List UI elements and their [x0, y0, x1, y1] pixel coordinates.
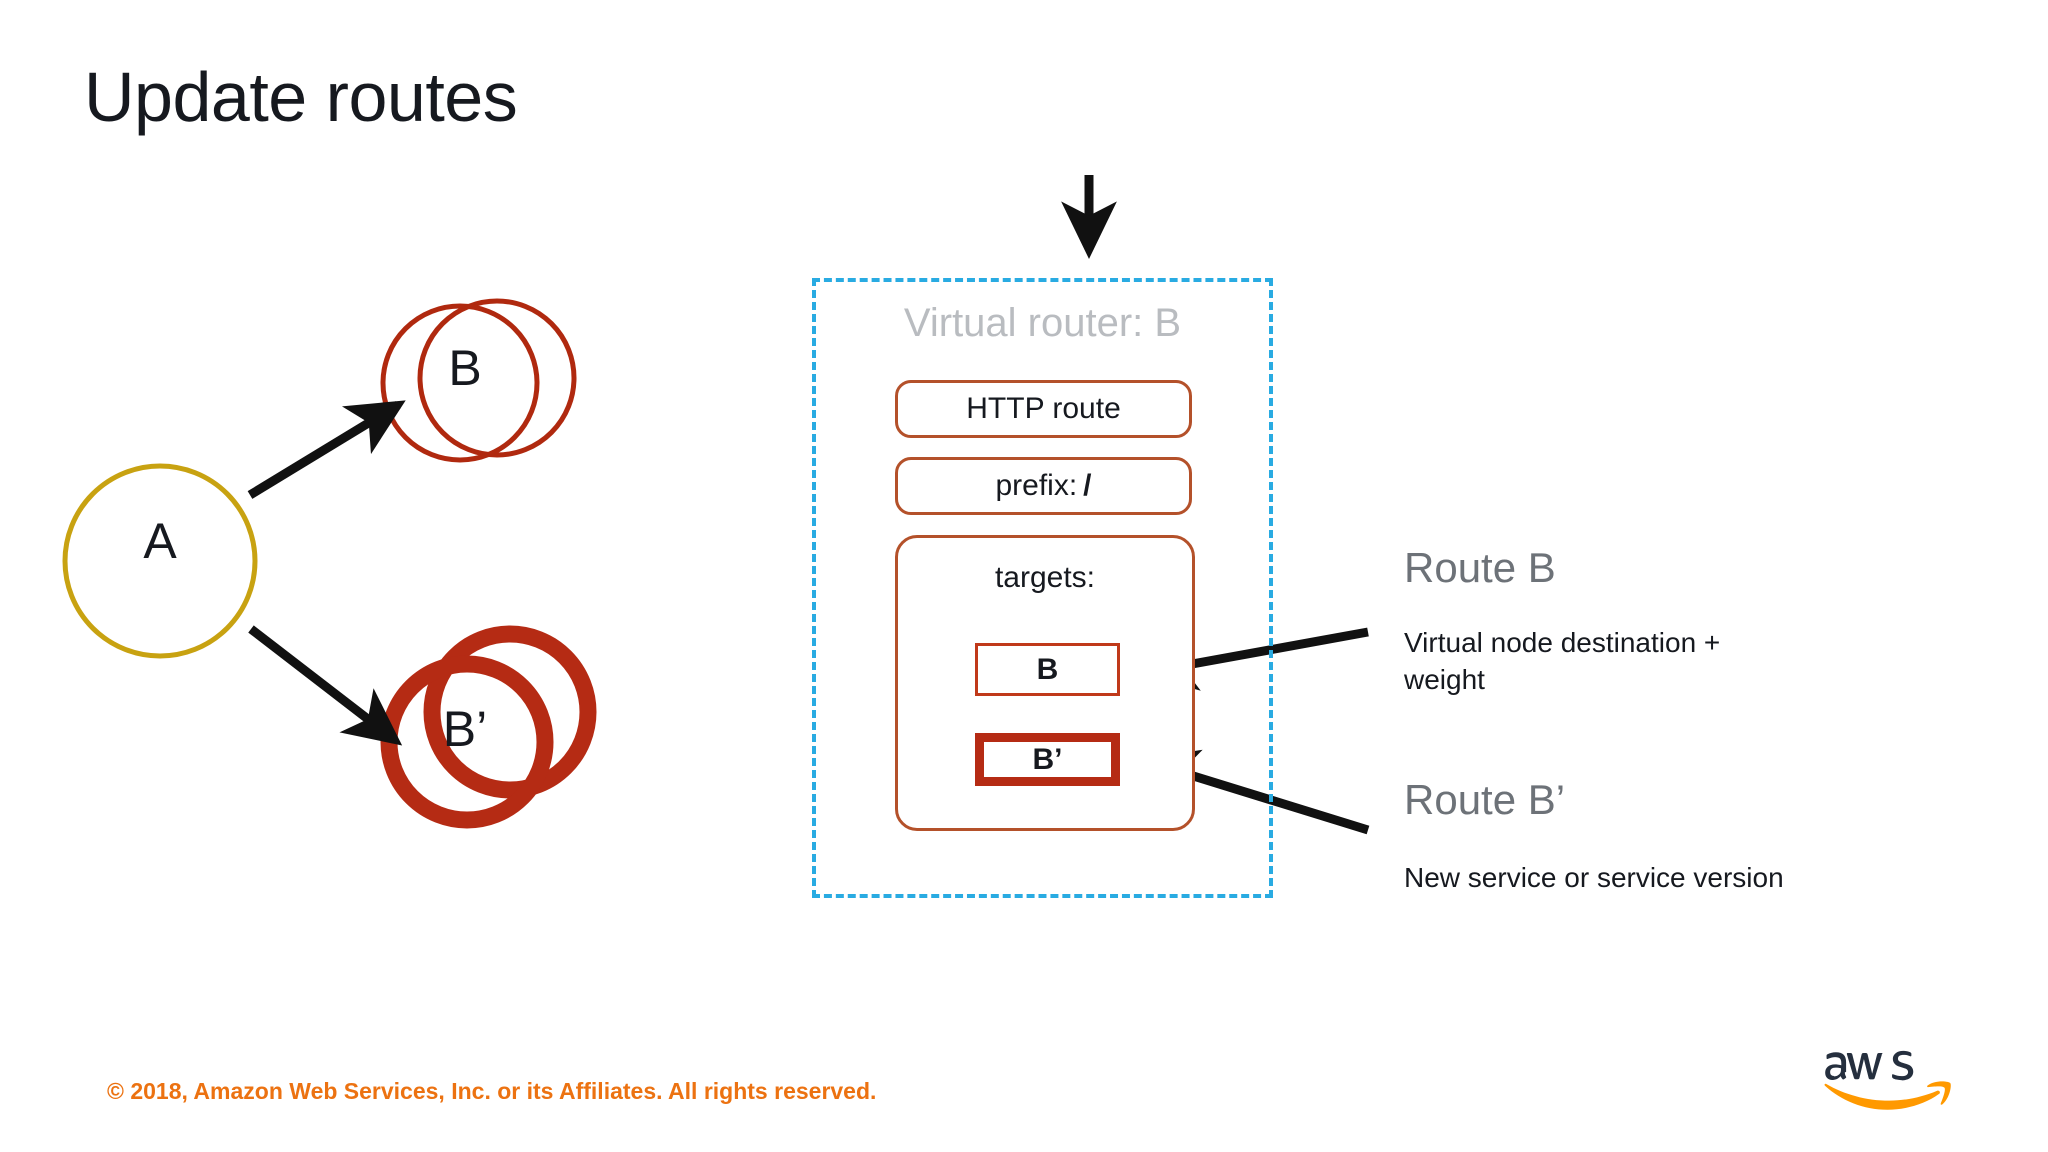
annotation-body-route-bprime: New service or service version: [1404, 862, 1784, 893]
http-route-label: HTTP route: [966, 392, 1121, 425]
target-chip-bprime[interactable]: B’: [975, 733, 1120, 786]
node-a-label: A: [143, 513, 177, 569]
target-chip-bprime-label: B’: [1032, 742, 1063, 776]
http-route-box[interactable]: HTTP route: [895, 380, 1192, 438]
targets-label: targets:: [994, 561, 1096, 594]
aws-smile-icon: [1824, 1081, 1951, 1110]
edge-a-to-b: [247, 400, 406, 499]
annotation-heading-route-b: Route B: [1404, 544, 1556, 591]
edge-a-to-bprime: [248, 625, 403, 746]
annotation-body-route-b: Virtual node destination + weight: [1404, 627, 1721, 695]
annotation-heading-route-bprime: Route B’: [1404, 776, 1566, 823]
aws-logo: [1824, 1050, 1951, 1110]
node-b-label: B: [448, 340, 482, 396]
target-chip-b-label: B: [1036, 652, 1059, 686]
target-chip-b[interactable]: B: [975, 643, 1120, 696]
prefix-label: prefix:: [995, 469, 1078, 502]
virtual-router-title: Virtual router: B: [903, 301, 1182, 345]
prefix-box[interactable]: prefix: /: [895, 457, 1192, 515]
virtual-router-container: [812, 278, 1273, 898]
node-bprime-label: B’: [442, 701, 488, 757]
footer-copyright: © 2018, Amazon Web Services, Inc. or its…: [107, 1078, 877, 1104]
prefix-value: /: [1083, 469, 1092, 502]
aws-wordmark: [1825, 1050, 1914, 1081]
page-title: Update routes: [84, 58, 518, 136]
